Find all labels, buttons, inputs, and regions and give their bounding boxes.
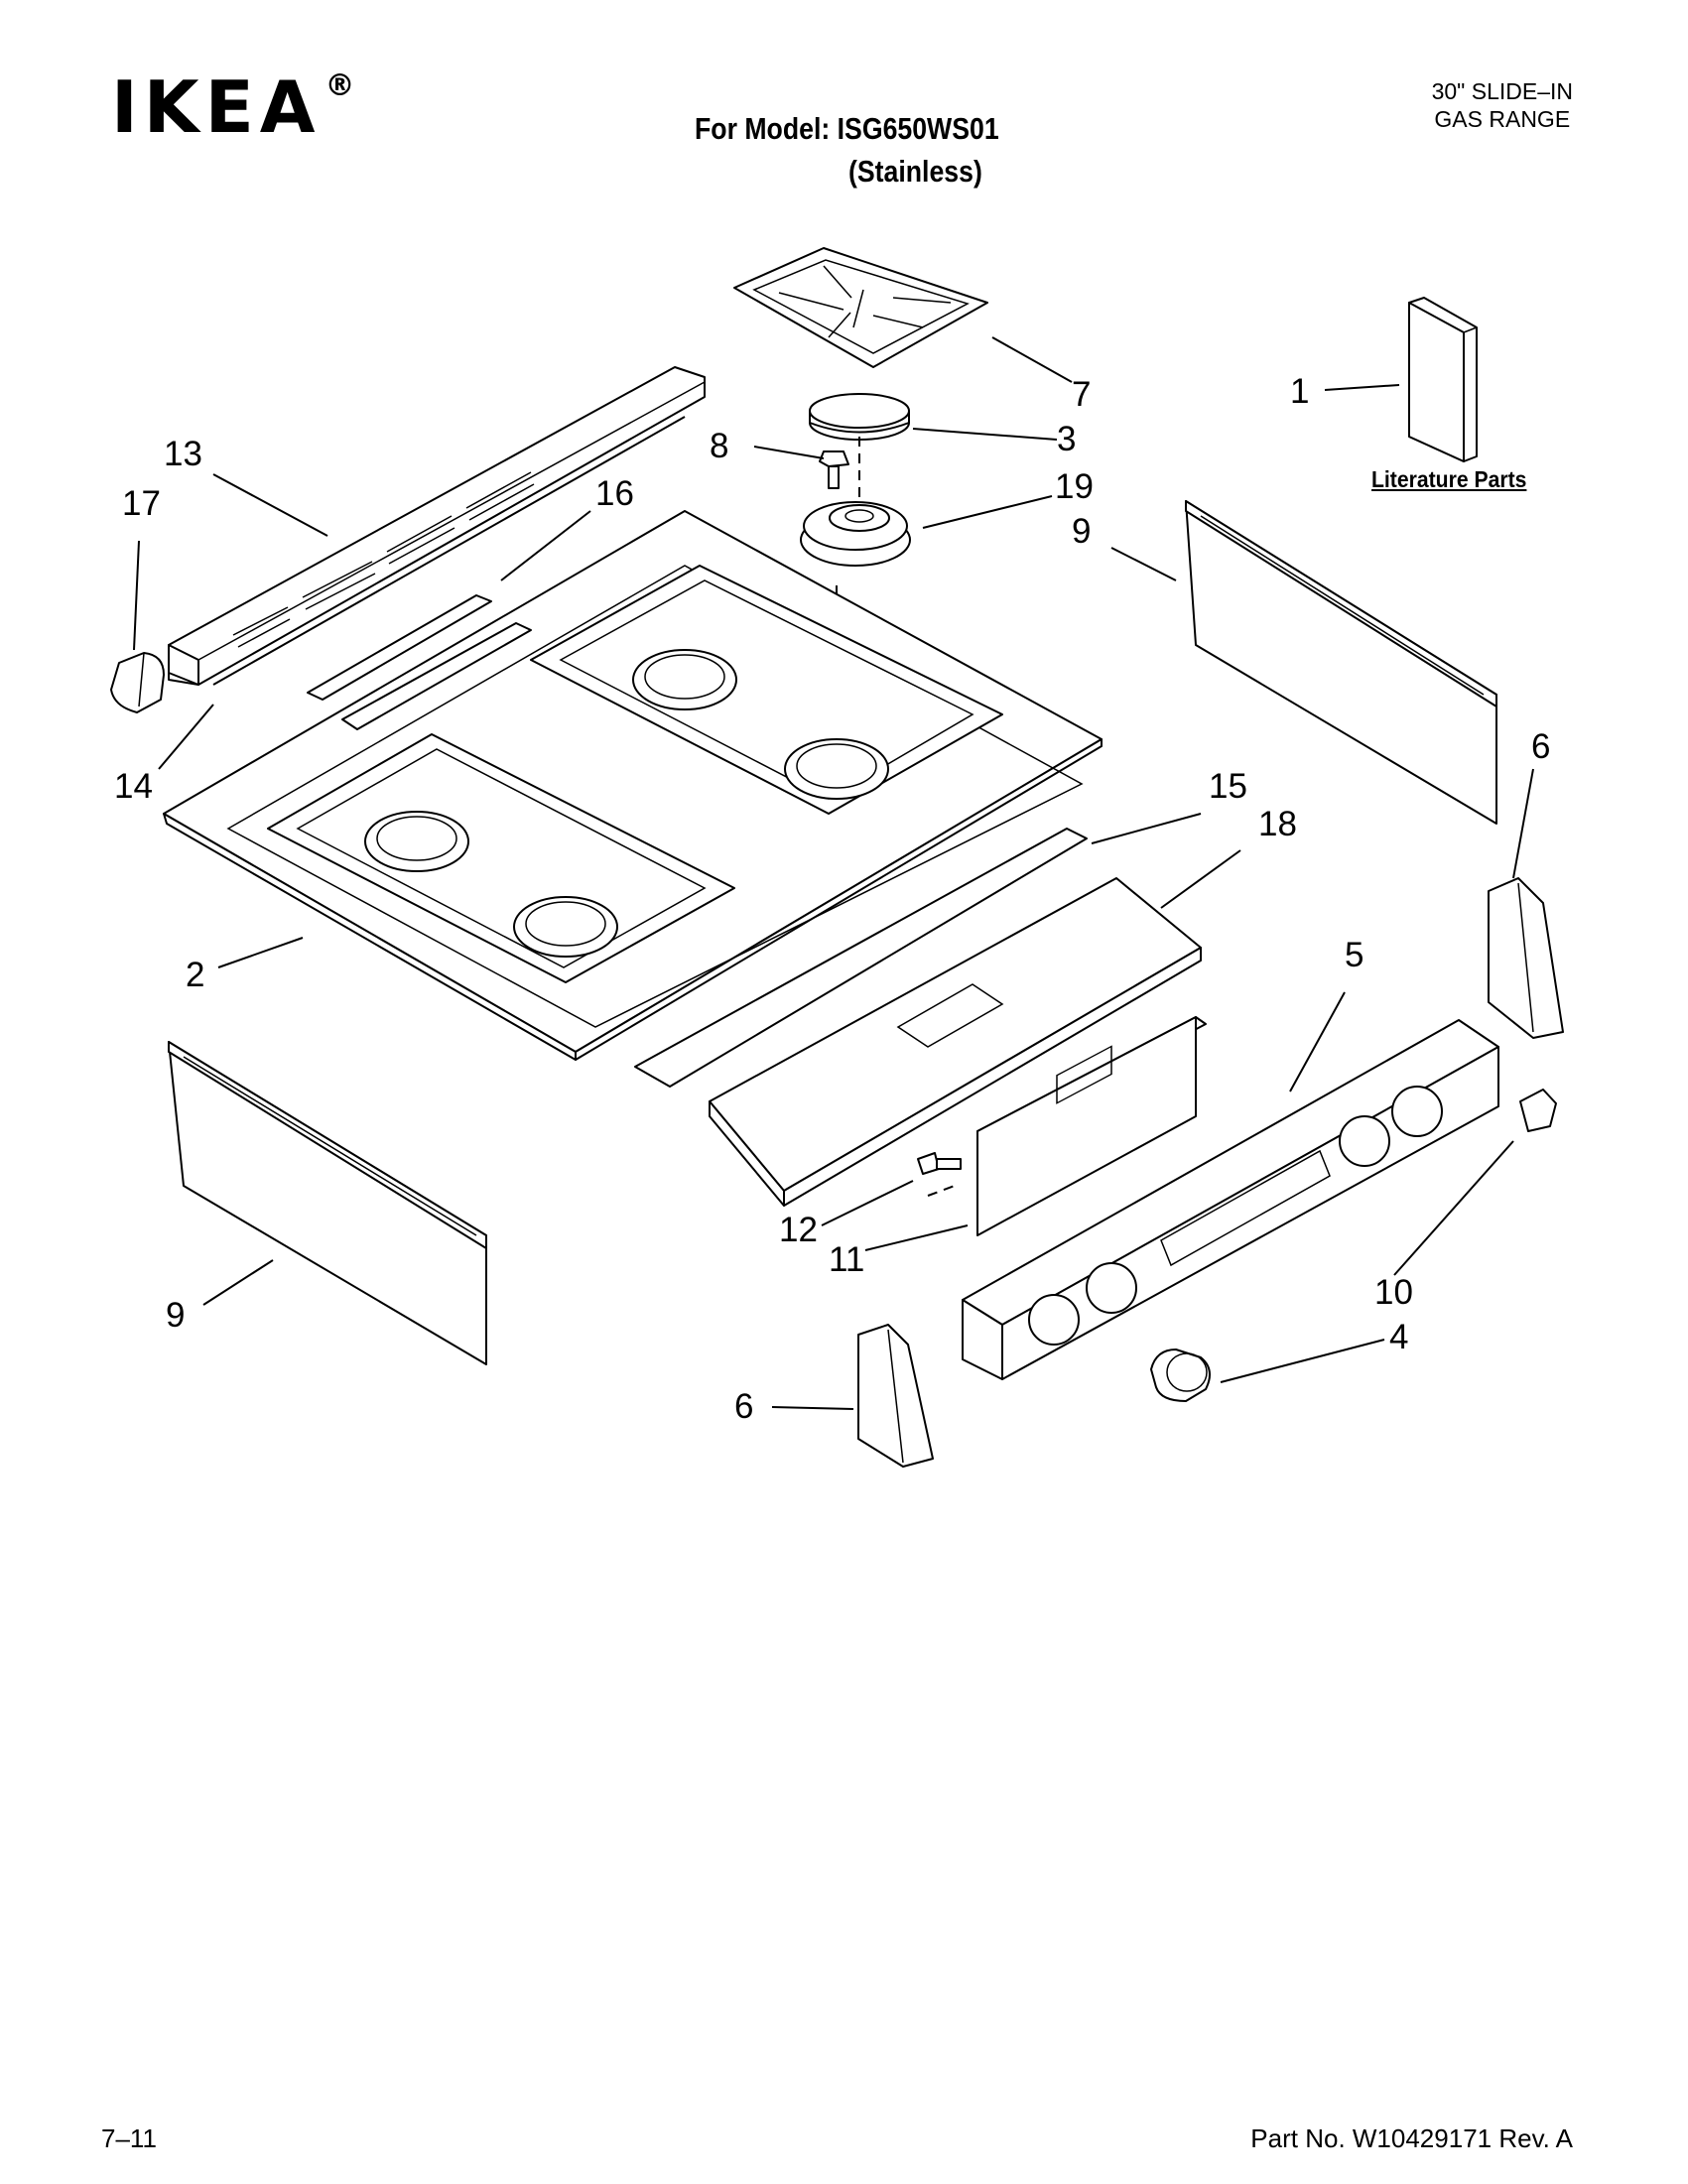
control-knob xyxy=(1150,1349,1211,1402)
callout-10: 10 xyxy=(1374,1273,1413,1312)
side-panel-left xyxy=(168,1041,487,1365)
product-type: 30" SLIDE–IN GAS RANGE xyxy=(1432,77,1573,133)
literature-booklet xyxy=(1408,297,1478,462)
page-number: 7–11 xyxy=(101,2123,157,2153)
burner-base xyxy=(800,501,911,567)
control-panel xyxy=(962,1019,1499,1380)
burner-grate xyxy=(733,247,988,368)
support-bracket xyxy=(709,877,1202,1207)
callout-4: 4 xyxy=(1389,1318,1409,1356)
mounting-screw xyxy=(917,1152,962,1175)
assembly-axis-endcap xyxy=(927,1185,956,1197)
control-module xyxy=(976,1016,1207,1236)
callout-6-right: 6 xyxy=(1531,727,1551,766)
callout-3: 3 xyxy=(1057,420,1077,458)
vent-end-cap xyxy=(110,652,165,713)
end-cap-right xyxy=(1488,877,1564,1039)
callout-5: 5 xyxy=(1345,936,1364,974)
callout-11: 11 xyxy=(829,1240,865,1279)
model-variant: (Stainless) xyxy=(848,154,982,189)
callout-12: 12 xyxy=(779,1211,818,1249)
callout-9-left: 9 xyxy=(166,1296,186,1335)
callout-16: 16 xyxy=(595,474,634,513)
product-line-1: 30" SLIDE–IN xyxy=(1431,78,1573,104)
vent-bar xyxy=(307,594,492,701)
end-cap-left xyxy=(857,1324,934,1468)
callout-15: 15 xyxy=(1209,767,1247,806)
logo-text: IKEA xyxy=(111,65,322,149)
leader-lines xyxy=(133,336,1534,1410)
rear-vent-trim xyxy=(168,366,706,686)
burner-cap xyxy=(809,393,910,441)
callout-19: 19 xyxy=(1055,467,1094,506)
callout-18: 18 xyxy=(1258,805,1297,843)
seal-strip xyxy=(212,416,686,686)
model-title: For Model: ISG650WS01 xyxy=(695,111,999,146)
callout-7: 7 xyxy=(1072,375,1092,414)
orifice-screw xyxy=(819,450,849,489)
product-line-2: GAS RANGE xyxy=(1434,106,1571,132)
callout-8: 8 xyxy=(710,427,729,465)
callout-17: 17 xyxy=(122,484,161,523)
callout-6-left: 6 xyxy=(734,1387,754,1426)
callout-2: 2 xyxy=(186,956,205,994)
callout-14: 14 xyxy=(114,767,153,806)
callout-9-right: 9 xyxy=(1072,512,1092,551)
part-number: Part No. W10429171 Rev. A xyxy=(1250,2123,1573,2153)
brand-logo: IKEA® xyxy=(111,68,355,144)
cooktop xyxy=(163,510,1103,1061)
callout-1: 1 xyxy=(1290,372,1310,411)
registered-mark: ® xyxy=(325,68,355,103)
rocker-switch xyxy=(1519,1089,1557,1132)
callout-13: 13 xyxy=(164,435,202,473)
manifold-panel xyxy=(634,828,1088,1088)
side-panel-right xyxy=(1185,500,1497,825)
literature-parts-label: Literature Parts xyxy=(1371,466,1527,492)
